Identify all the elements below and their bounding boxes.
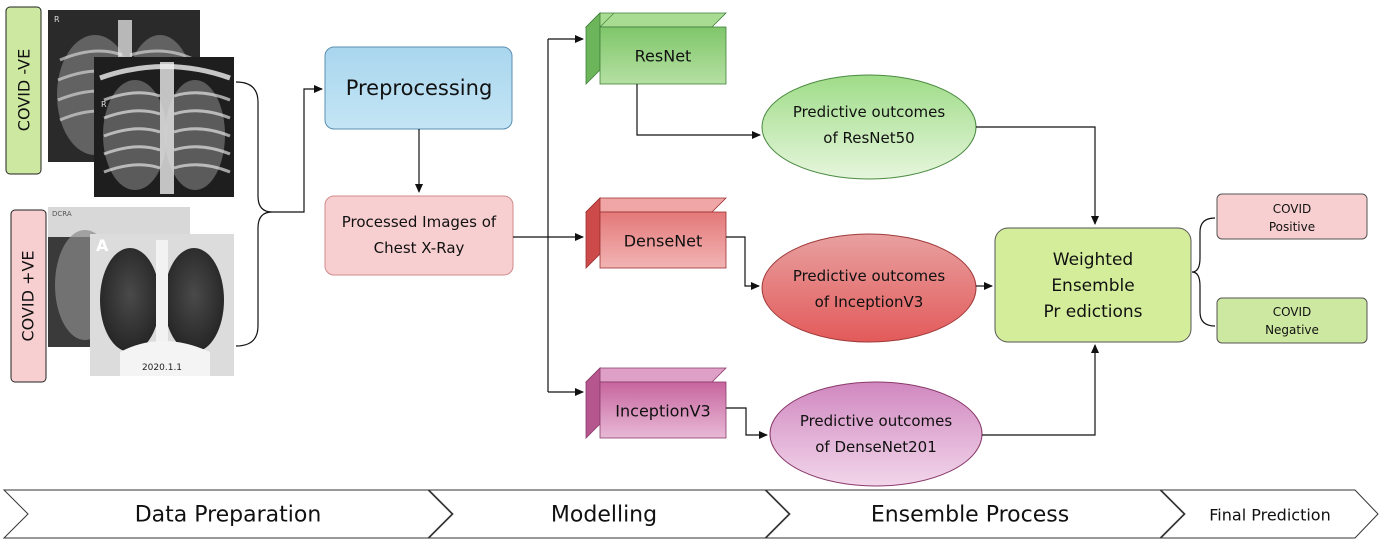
covid-negative-result: COVID Negative (1216, 297, 1368, 344)
outcome-densenet-to-ensemble-arrow (982, 344, 1099, 436)
outcome-inceptionv3-line2: of InceptionV3 (815, 293, 924, 311)
stage-data-preparation-label: Data Preparation (135, 503, 322, 528)
densenet-to-outcome-arrow (726, 236, 760, 290)
ensemble-node: Weighted Ensemble Pr edictions (994, 227, 1192, 343)
xray-positive-front: A 2020.1.1 (90, 234, 234, 376)
outcome-resnet-to-ensemble-arrow (976, 126, 1099, 225)
stage-final-prediction: Final Prediction (1159, 489, 1379, 539)
xray-marker-r2: R (101, 100, 107, 109)
input-merge-brace (235, 81, 273, 347)
ensemble-line3: Pr edictions (1043, 302, 1142, 322)
stage-ensemble-process-label: Ensemble Process (871, 503, 1069, 528)
stage-final-prediction-label: Final Prediction (1209, 506, 1330, 525)
resnet-node: ResNet (585, 12, 727, 85)
xray-letter-a: A (96, 236, 109, 255)
output-brace (1191, 217, 1216, 327)
preprocessing-label: Preprocessing (346, 76, 493, 100)
processed-images-node: Processed Images of Chest X-Ray (324, 195, 514, 276)
xray-date-stamp: 2020.1.1 (142, 363, 182, 373)
covid-negative-label: COVID -VE (5, 6, 42, 175)
brace-to-preprocessing-arrow (272, 85, 323, 213)
outcome-densenet201-line2: of DenseNet201 (815, 438, 937, 456)
outcome-resnet50-node: Predictive outcomes of ResNet50 (761, 74, 977, 180)
covid-positive-result-line1: COVID (1273, 202, 1312, 216)
outcome-densenet201-node: Predictive outcomes of DenseNet201 (769, 381, 983, 487)
densenet-node: DenseNet (585, 197, 727, 269)
ensemble-line2: Ensemble (1051, 276, 1134, 296)
ensemble-line1: Weighted (1053, 250, 1133, 270)
resnet-label: ResNet (635, 47, 692, 66)
processed-images-line2: Chest X-Ray (374, 239, 465, 257)
stage-modelling-label: Modelling (551, 503, 657, 528)
outcome-densenet201-line1: Predictive outcomes (800, 412, 953, 430)
covid-positive-result: COVID Positive (1216, 193, 1368, 240)
covid-positive-result-line2: Positive (1269, 220, 1315, 234)
outcome-inceptionv3-line1: Predictive outcomes (793, 267, 946, 285)
densenet-label: DenseNet (624, 232, 703, 251)
inceptionv3-label: InceptionV3 (615, 402, 710, 421)
outcome-resnet50-line1: Predictive outcomes (793, 103, 946, 121)
resnet-to-outcome-arrow (636, 84, 761, 139)
preprocessing-node: Preprocessing (324, 46, 513, 130)
outcome-inceptionv3-node: Predictive outcomes of InceptionV3 (761, 233, 977, 343)
outcome-resnet50-line2: of ResNet50 (823, 129, 914, 147)
covid-negative-result-line1: COVID (1273, 305, 1312, 319)
processed-images-line1: Processed Images of (342, 213, 497, 231)
covid-negative-result-line2: Negative (1265, 323, 1319, 337)
covid-positive-label: COVID +VE (10, 209, 47, 383)
processed-fanout-line (513, 39, 549, 392)
xray-marker-r1: R (54, 15, 60, 24)
xray-negative-front: R (94, 57, 234, 197)
covid-positive-text: COVID +VE (19, 250, 38, 341)
stage-modelling: Modelling (427, 489, 790, 539)
inceptionv3-node: InceptionV3 (585, 367, 727, 439)
stage-ensemble-process: Ensemble Process (764, 489, 1185, 539)
stage-data-preparation: Data Preparation (2, 489, 453, 539)
xray-header-text: DCRA (52, 210, 72, 218)
covid-negative-text: COVID -VE (15, 49, 34, 131)
inceptionv3-to-outcome-arrow (726, 407, 768, 439)
